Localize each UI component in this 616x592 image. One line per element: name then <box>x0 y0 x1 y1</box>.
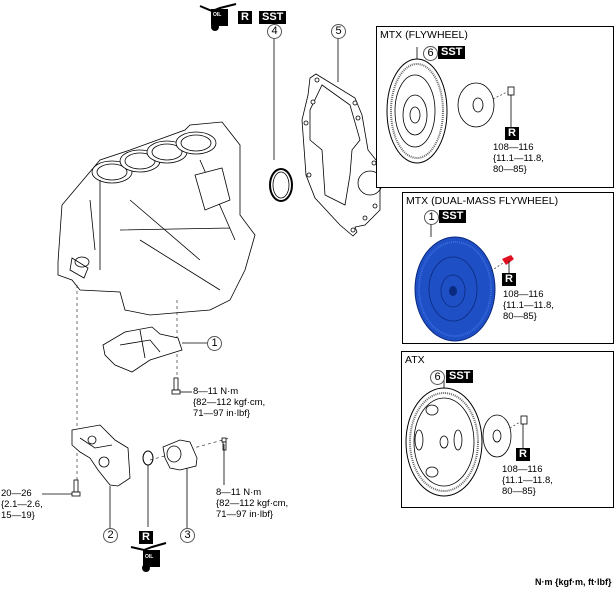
callout-1: 1 <box>424 210 439 225</box>
replace-badge-bottom: R <box>139 531 153 544</box>
sst-badge: SST <box>446 370 474 383</box>
drive-plate-drawing <box>405 378 528 497</box>
units-note: N·m {kgf·m, ft·lbf} <box>535 577 612 587</box>
bolt <box>221 437 227 451</box>
panel-title: MTX (DUAL-MASS FLYWHEEL) <box>406 195 559 207</box>
flywheel-drawing <box>386 47 515 164</box>
replace-badge: R <box>505 127 519 140</box>
o-ring <box>142 450 154 466</box>
sst-badge: SST <box>439 210 467 223</box>
sst-badge-top: SST <box>259 11 287 24</box>
oil-seal <box>269 168 293 202</box>
panel-title: MTX (FLYWHEEL) <box>380 29 468 41</box>
panel-atx: ATX 6 SST R 108—116 {11.1—11.8, 80—85} <box>401 351 614 508</box>
panel-mtx-dual-mass-flywheel: MTX (DUAL-MASS FLYWHEEL) 1 SST R 108—116… <box>402 192 614 344</box>
panel-mtx-flywheel: MTX (FLYWHEEL) 6 SST R 108—116 {11.1—11.… <box>376 26 614 188</box>
replace-badge: R <box>502 273 516 286</box>
sst-badge: SST <box>438 46 466 59</box>
rear-plate <box>301 73 383 237</box>
callout-1: 1 <box>207 336 222 351</box>
oil-pan-baffle <box>102 326 183 373</box>
callout-6: 6 <box>430 370 445 385</box>
dual-mass-flywheel-drawing <box>414 223 514 342</box>
bolt <box>71 479 81 497</box>
oil-can-icon-top <box>199 3 237 31</box>
oil-icon-label-bottom: OIL <box>145 554 154 560</box>
oil-pump-cover <box>162 439 198 471</box>
cylinder-block <box>57 121 256 316</box>
oil-icon-label: OIL <box>213 12 222 18</box>
torque-drive-plate-bolt: 108—116 {11.1—11.8, 80—85} <box>502 464 553 497</box>
callout-5: 5 <box>331 24 346 39</box>
replace-badge-top: R <box>238 11 252 24</box>
callout-3: 3 <box>180 528 195 543</box>
torque-cover-bolt: 8—11 N·m {82—112 kgf·cm, 71—97 in·lbf} <box>216 487 289 520</box>
callout-2: 2 <box>103 528 118 543</box>
bolt <box>171 377 181 395</box>
torque-flywheel-bolt: 108—116 {11.1—11.8, 80—85} <box>493 142 544 175</box>
torque-oil-pump-bolt: 20—26 {2.1—2.6, 15—19} <box>1 488 43 521</box>
torque-oil-pan-bolt: 8—11 N·m {82—112 kgf·cm, 71—97 in·lbf} <box>193 386 266 419</box>
oil-pump <box>71 424 131 487</box>
callout-6: 6 <box>423 46 438 61</box>
replace-badge: R <box>516 448 530 461</box>
panel-title: ATX <box>405 354 425 366</box>
torque-dual-mass-bolt: 108—116 {11.1—11.8, 80—85} <box>503 289 554 322</box>
callout-4: 4 <box>267 24 282 39</box>
oil-can-icon-bottom <box>130 542 167 572</box>
